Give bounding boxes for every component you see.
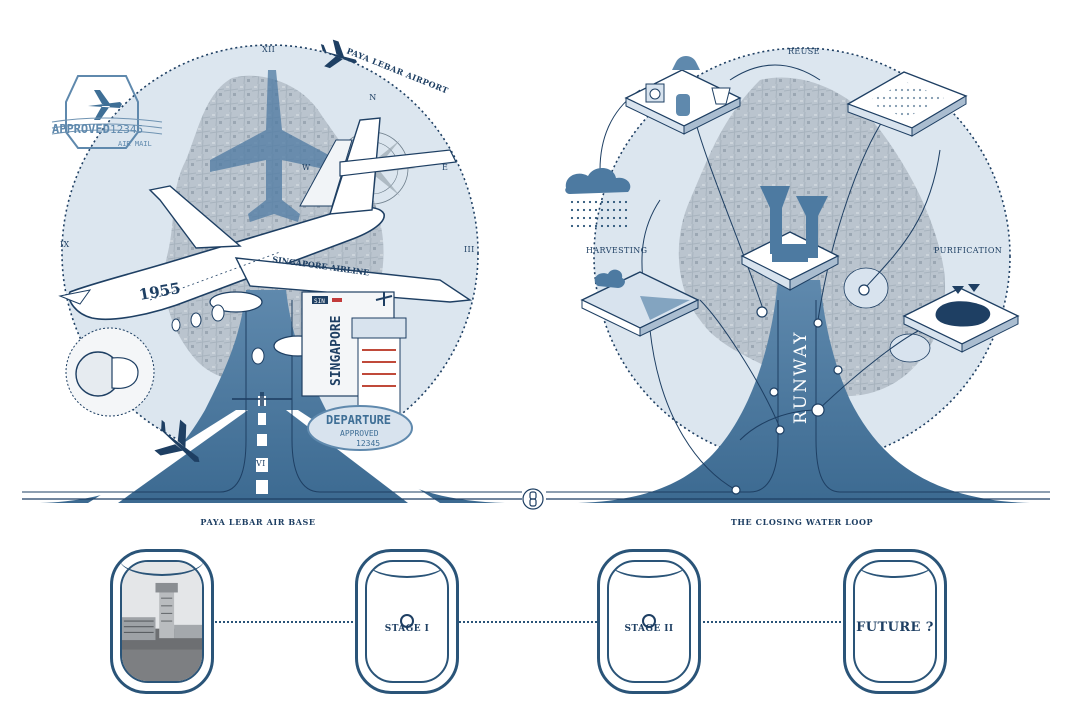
- ticket-city: SINGAPORE: [329, 316, 344, 386]
- window-photo: [110, 549, 214, 694]
- compass-n: N: [369, 93, 376, 102]
- left-panel: N E W XII III IX PAYA LEBAR AIRPORT APPR…: [22, 37, 522, 527]
- harvesting-label: HARVESTING: [586, 246, 647, 255]
- left-caption: PAYA LEBAR AIR BASE: [200, 517, 315, 527]
- right-caption: THE CLOSING WATER LOOP: [731, 517, 873, 527]
- stage-2-label: STAGE II: [600, 624, 698, 634]
- purification-label: PURIFICATION: [934, 246, 1002, 255]
- departure-title: DEPARTURE: [326, 413, 391, 427]
- stamp-airmail: AIR MAIL: [118, 140, 152, 148]
- pond-2: [890, 334, 930, 362]
- right-panel: RUNWAY: [546, 47, 1050, 527]
- engine-detail-lens: [66, 328, 154, 416]
- control-tower: [352, 318, 406, 418]
- departure-sub: APPROVED: [340, 429, 379, 438]
- future-label: FUTURE ?: [846, 620, 944, 635]
- stamp-number: 12345: [110, 123, 143, 136]
- reuse-label: REUSE: [788, 47, 820, 56]
- airport-photo: [122, 562, 202, 681]
- stamp-approved: APPROVED: [52, 122, 110, 136]
- link-icon: [523, 489, 543, 509]
- clock-vi: VI: [255, 459, 266, 468]
- ticket-code: SIN: [314, 298, 325, 305]
- stage-1-label: STAGE I: [358, 624, 456, 634]
- timeline-line: [212, 621, 852, 623]
- window-future: FUTURE ?: [843, 549, 947, 694]
- clock-ix: IX: [60, 240, 70, 249]
- departure-number: 12345: [356, 439, 380, 448]
- window-stage-1: STAGE I: [355, 549, 459, 694]
- window-stage-2: STAGE II: [597, 549, 701, 694]
- compass-e: E: [442, 163, 448, 172]
- clock-iii: III: [464, 245, 475, 254]
- clock-xii: XII: [262, 45, 275, 54]
- compass-w: W: [302, 163, 311, 172]
